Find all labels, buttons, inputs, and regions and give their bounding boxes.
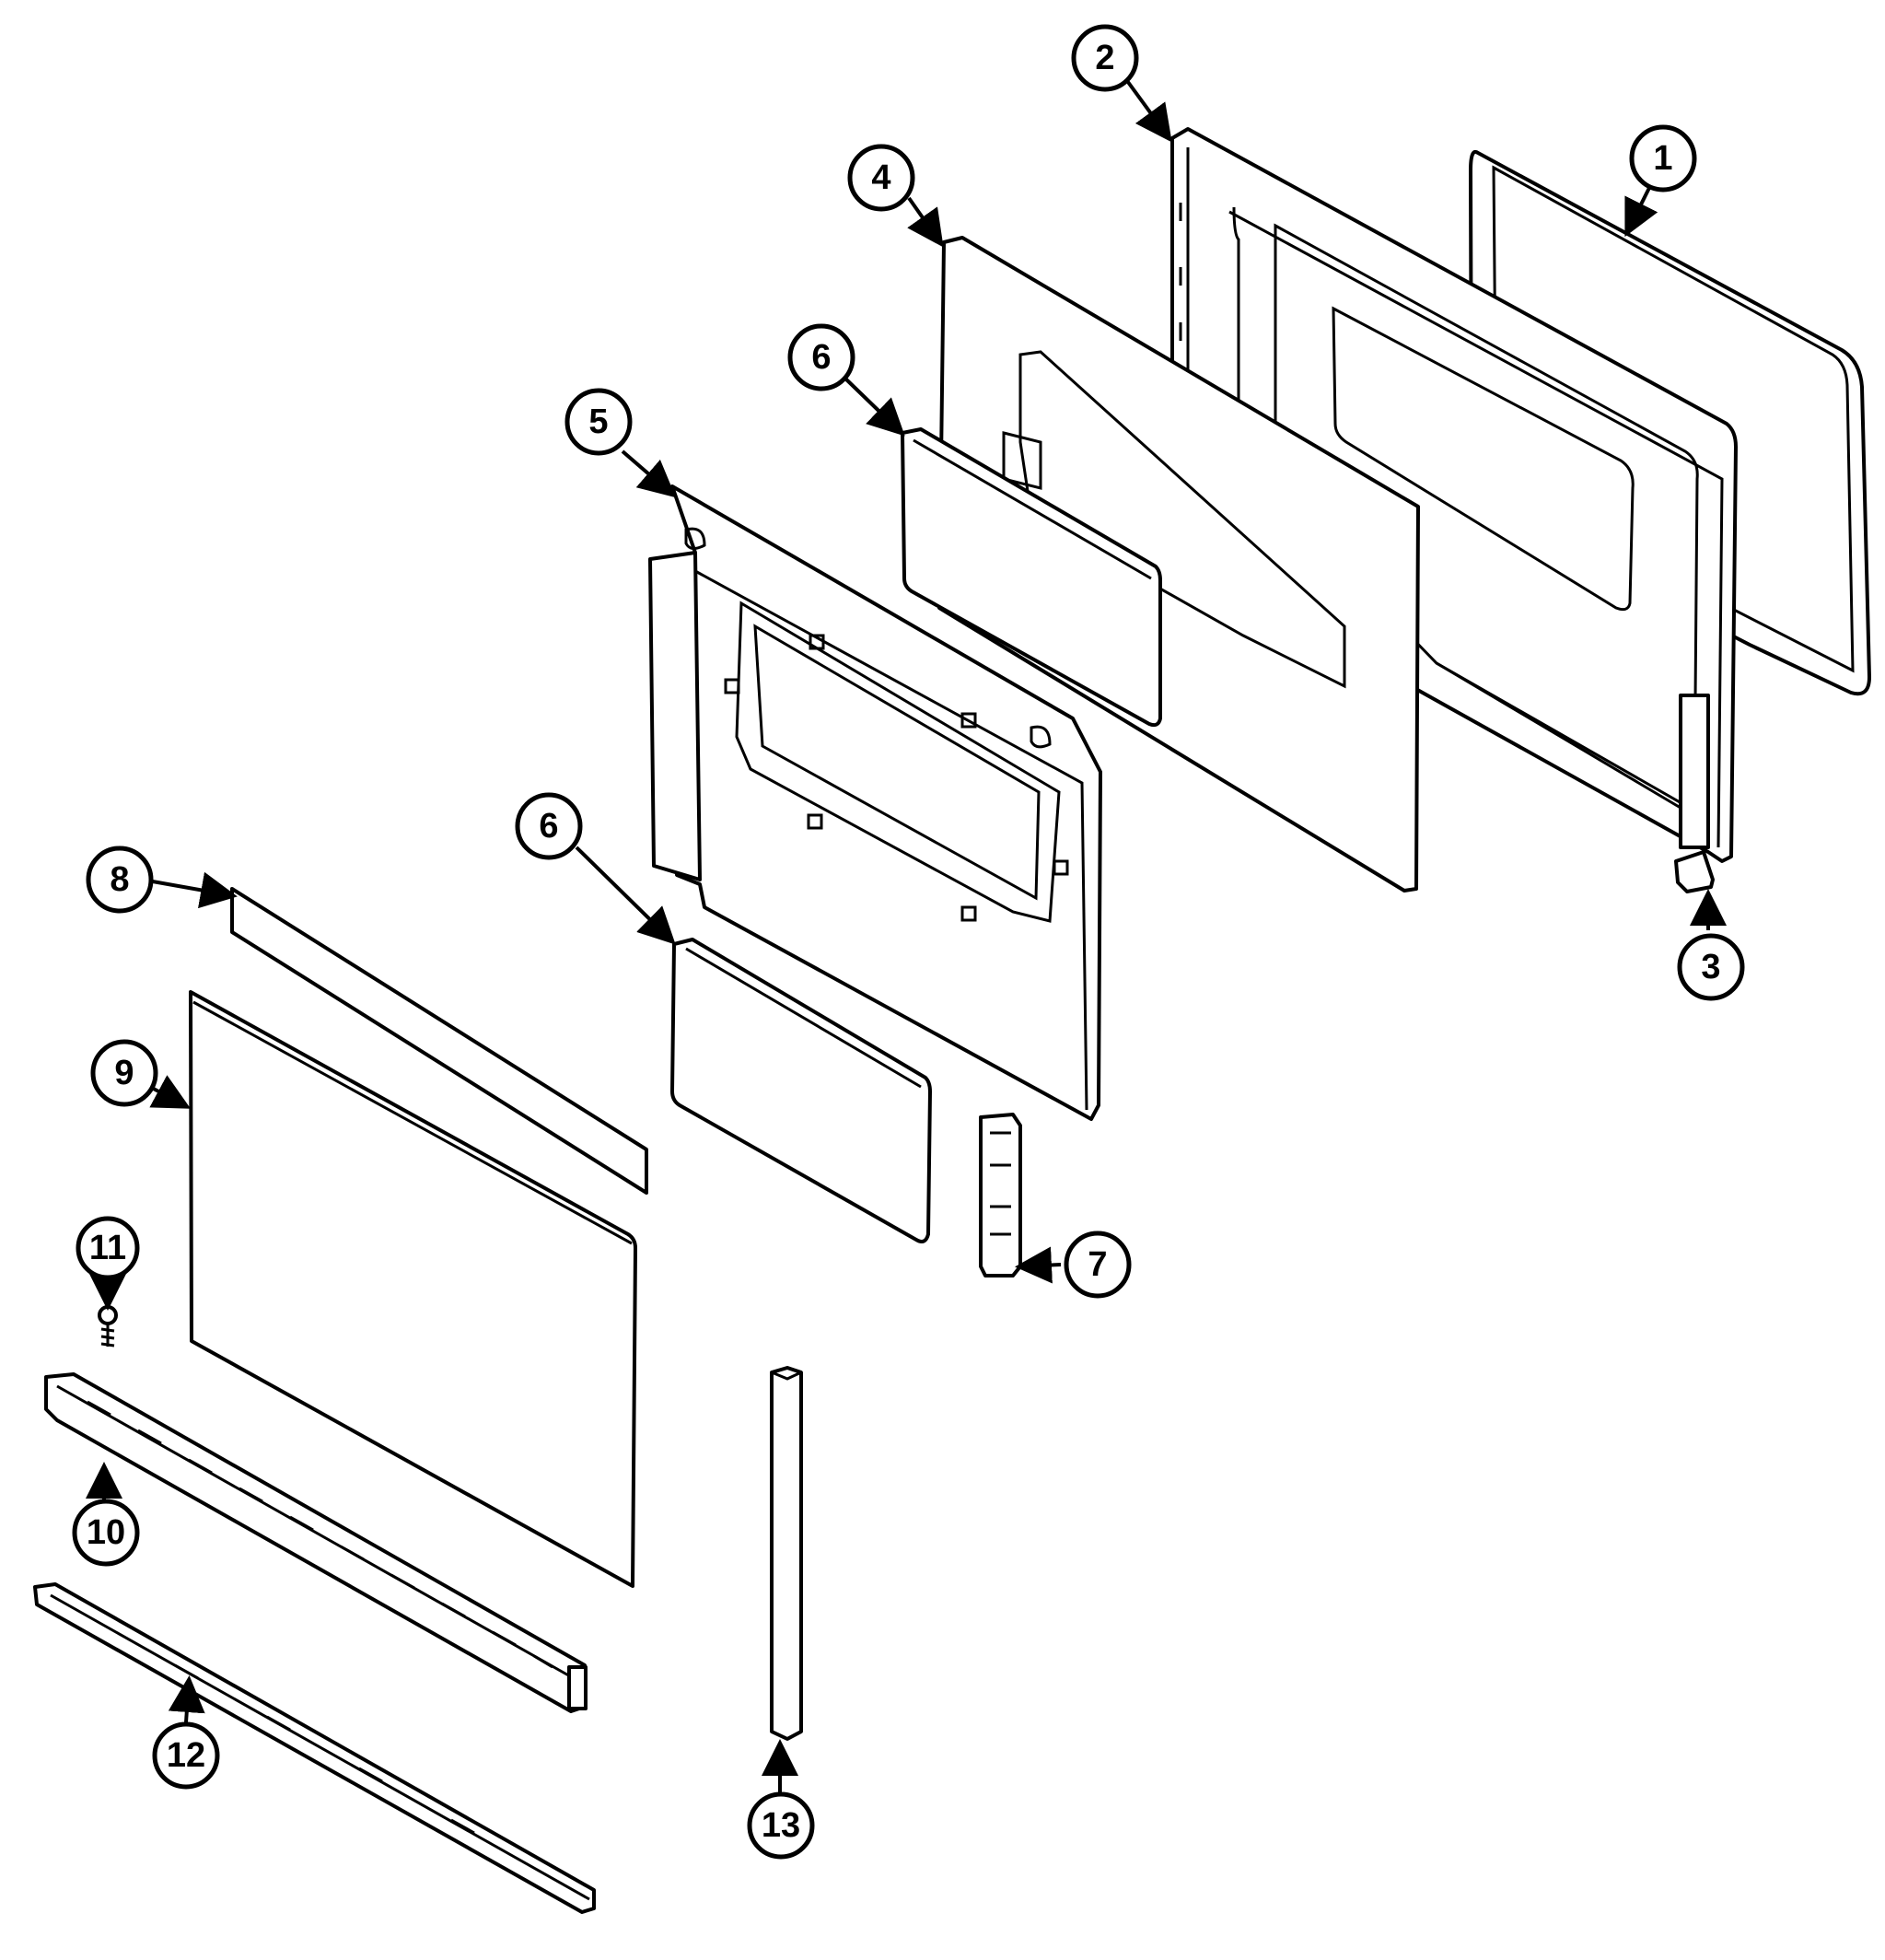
part-12-trim bbox=[33, 1582, 596, 1914]
part-6-upper-glass bbox=[901, 427, 1162, 728]
part-8-vent-strip bbox=[230, 887, 648, 1195]
callout-6-lower-label: 6 bbox=[539, 807, 558, 846]
callout-3: 3 bbox=[1677, 933, 1745, 1001]
callout-4: 4 bbox=[847, 144, 915, 212]
part-13-side-trim bbox=[770, 1366, 803, 1741]
callout-1: 1 bbox=[1629, 124, 1697, 192]
part-11-screw bbox=[98, 1305, 118, 1348]
leader-lines bbox=[86, 76, 1727, 1793]
callout-4-label: 4 bbox=[871, 158, 890, 197]
callout-7: 7 bbox=[1064, 1231, 1132, 1299]
callout-6-upper-label: 6 bbox=[811, 338, 831, 377]
part-7-hinge bbox=[979, 1113, 1022, 1278]
part-2-door-inner-panel bbox=[1170, 127, 1738, 863]
callout-9: 9 bbox=[90, 1039, 158, 1107]
callout-12-label: 12 bbox=[167, 1736, 205, 1775]
callout-6-lower: 6 bbox=[515, 792, 583, 860]
callout-5-label: 5 bbox=[588, 402, 608, 441]
callout-9-label: 9 bbox=[114, 1054, 134, 1092]
callout-3-label: 3 bbox=[1701, 948, 1720, 986]
callout-6-upper: 6 bbox=[787, 323, 855, 391]
callout-8-label: 8 bbox=[110, 860, 129, 899]
part-3-bumper bbox=[1674, 850, 1715, 893]
callout-5: 5 bbox=[564, 388, 633, 456]
callout-2: 2 bbox=[1071, 24, 1139, 92]
callout-8: 8 bbox=[86, 846, 154, 914]
callout-10-label: 10 bbox=[87, 1513, 125, 1552]
callout-11-label: 11 bbox=[89, 1229, 126, 1267]
callout-11: 11 bbox=[76, 1216, 140, 1280]
callout-2-label: 2 bbox=[1095, 39, 1114, 77]
part-5-door-liner bbox=[648, 484, 1102, 1121]
callout-13-label: 13 bbox=[762, 1806, 800, 1845]
callout-1-label: 1 bbox=[1653, 139, 1672, 178]
part-6-lower-glass bbox=[670, 938, 932, 1243]
callout-13: 13 bbox=[747, 1791, 815, 1860]
callout-10: 10 bbox=[72, 1499, 140, 1567]
part-10-handle bbox=[44, 1372, 588, 1713]
callout-7-label: 7 bbox=[1088, 1245, 1107, 1284]
part-9-outer-glass bbox=[189, 990, 637, 1588]
callout-12: 12 bbox=[152, 1721, 220, 1790]
